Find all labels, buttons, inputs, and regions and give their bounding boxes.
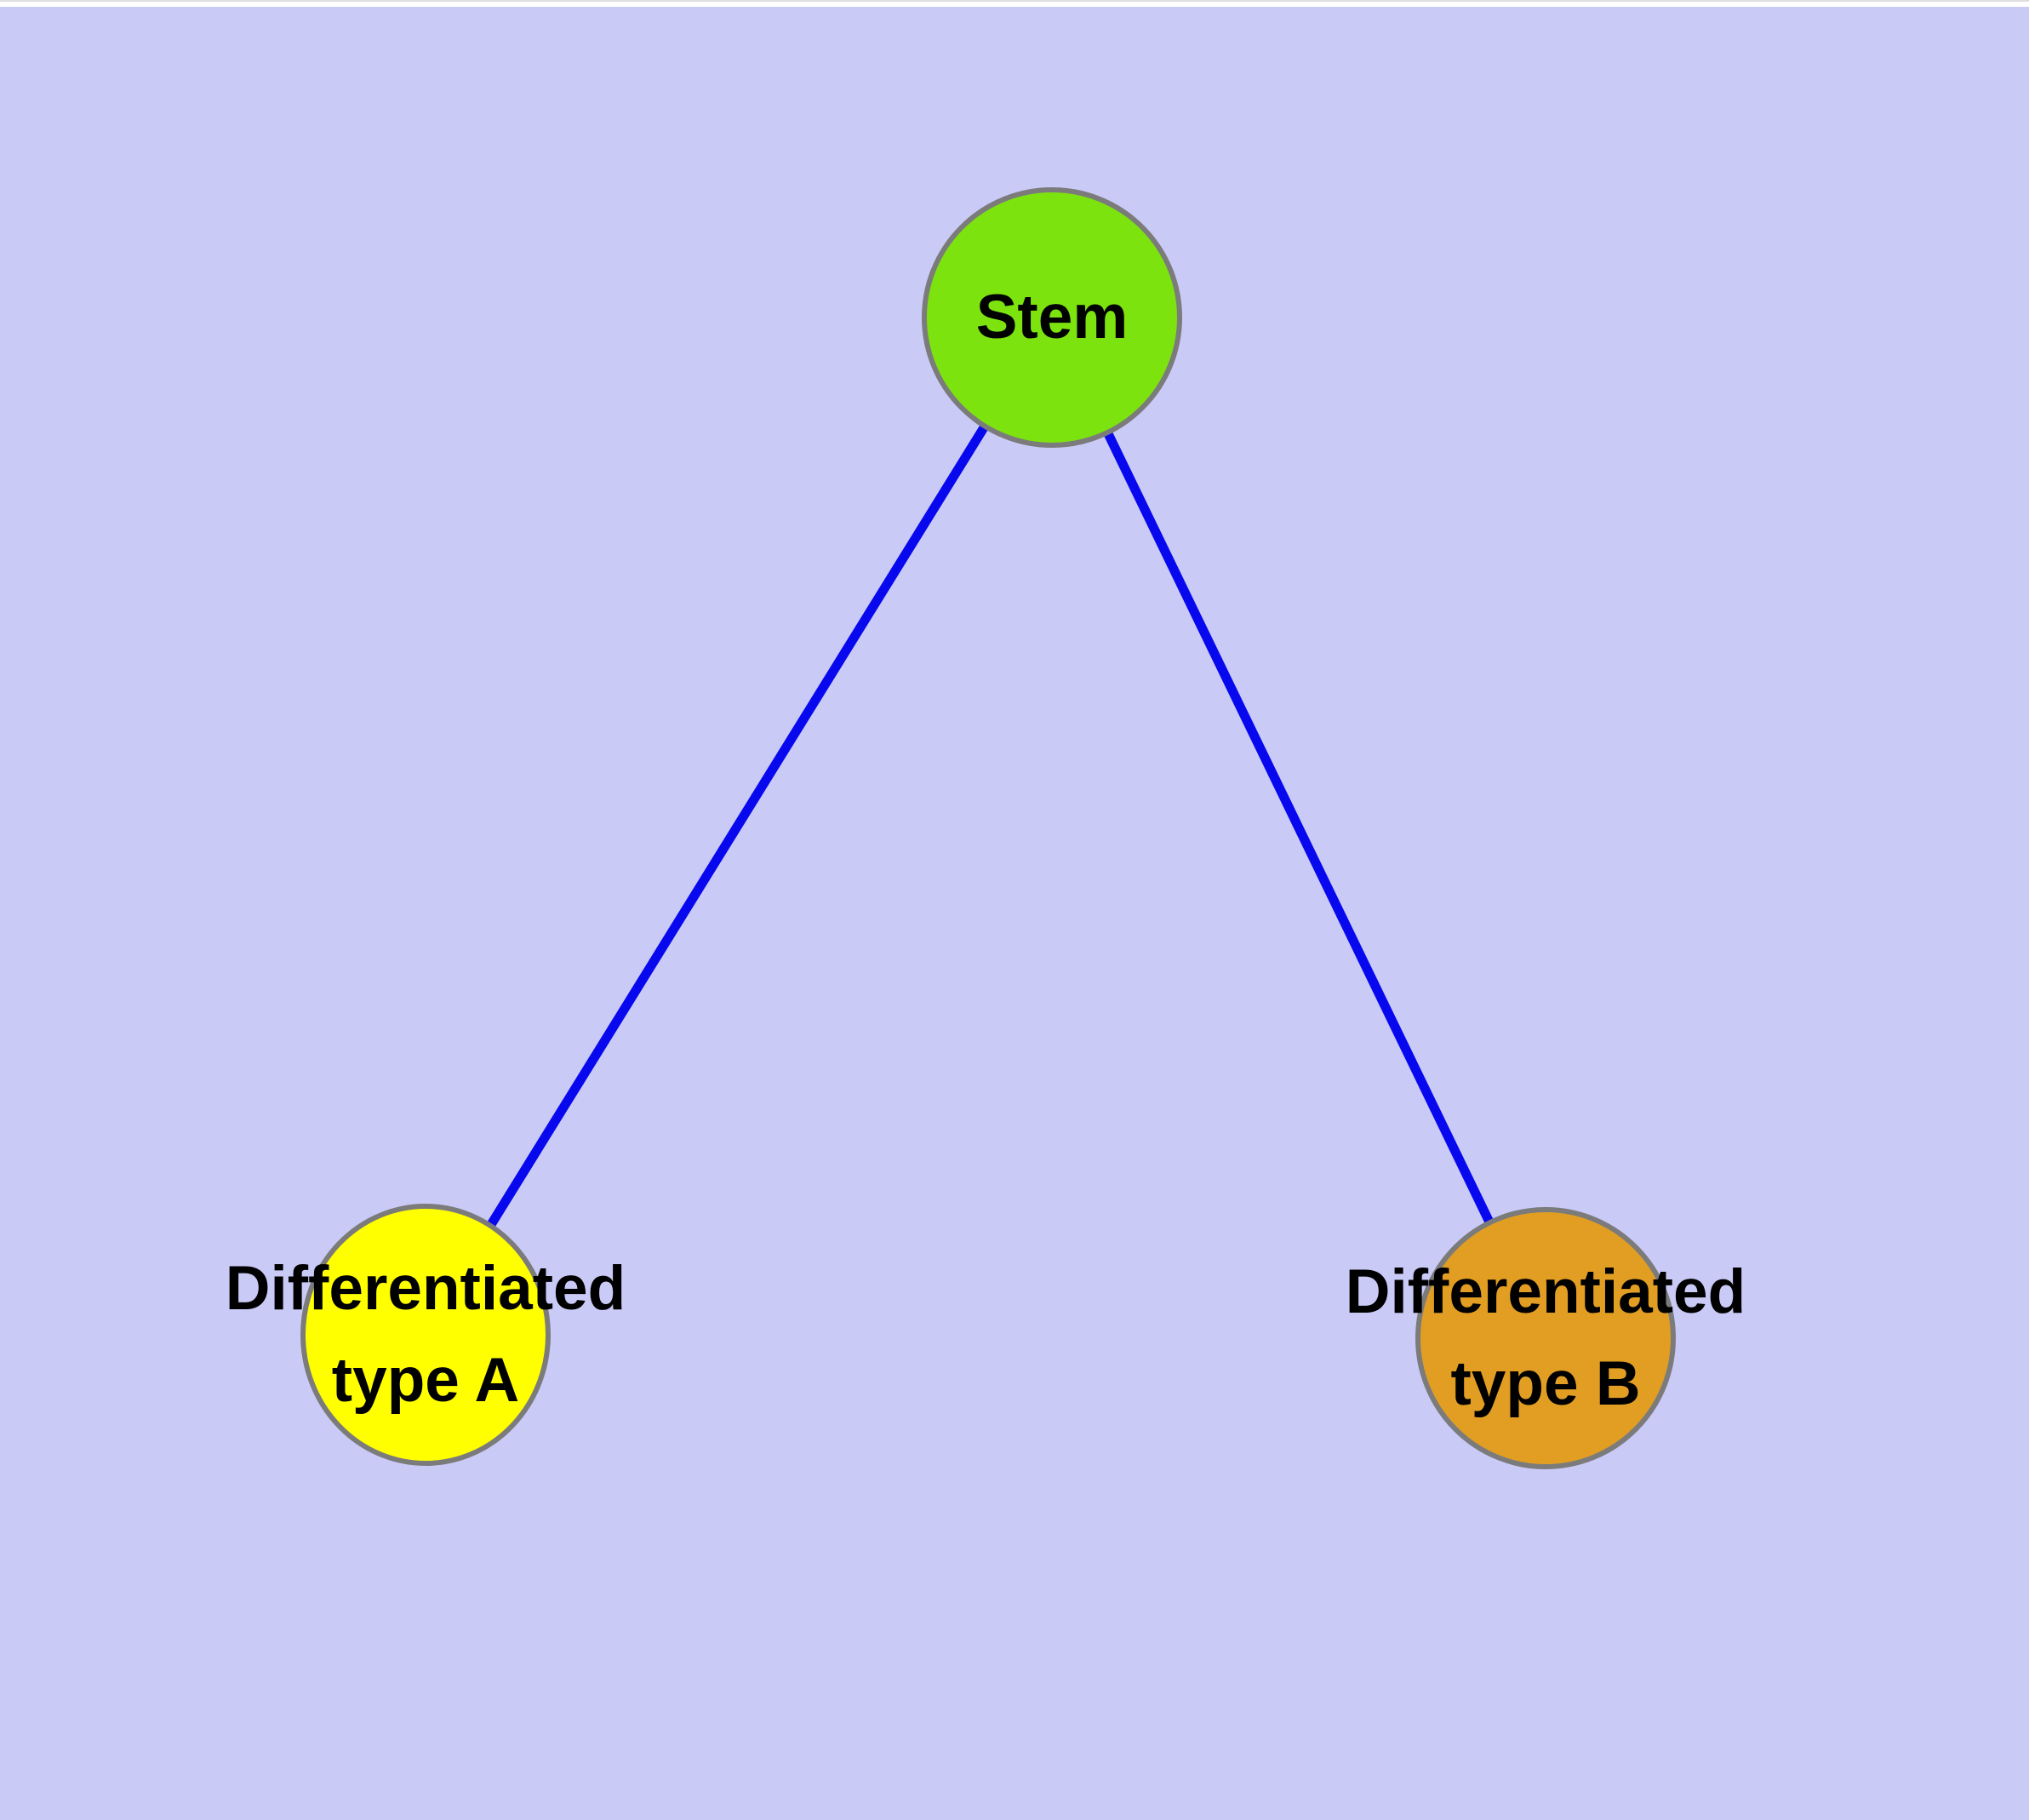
page-top-strip (0, 0, 2029, 7)
type-a-node-circle (300, 1204, 551, 1466)
graph-svg (300, 187, 1676, 1469)
stem-node-circle (922, 187, 1182, 448)
stem-node (922, 187, 1182, 448)
type-b-node-circle (1415, 1207, 1676, 1469)
edge-stem-to-type-b (1048, 315, 1550, 1341)
type-b-node (1415, 1207, 1676, 1469)
diagram-canvas: Stem Differentiated type A Differentiate… (0, 7, 2029, 1820)
edge-stem-to-type-a (421, 315, 1056, 1333)
type-a-node (300, 1204, 551, 1466)
